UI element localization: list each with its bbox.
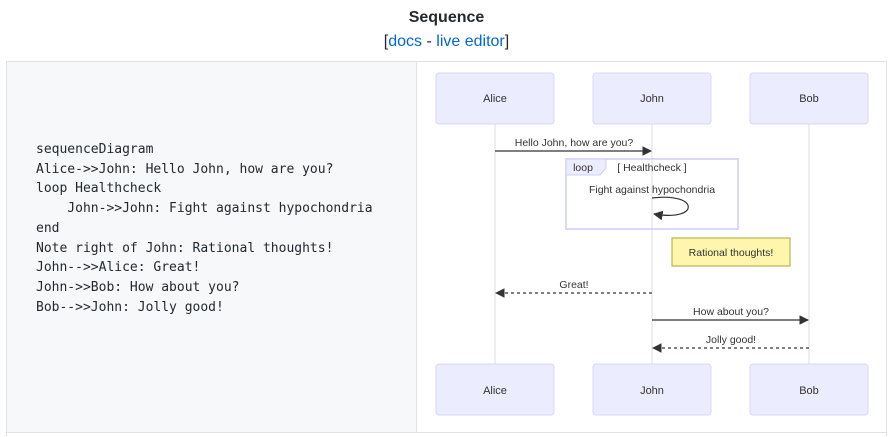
code-line: loop Healthcheck bbox=[36, 181, 162, 197]
docs-link[interactable]: docs bbox=[388, 33, 423, 50]
code-block: sequenceDiagram Alice->>John: Hello John… bbox=[36, 140, 373, 317]
loop-label: [ Healthcheck ] bbox=[617, 162, 687, 174]
code-line: Bob-->>John: Jolly good! bbox=[36, 299, 224, 315]
link-separator: - bbox=[422, 33, 437, 50]
code-line: John-->>Alice: Great! bbox=[36, 260, 201, 276]
message-label: Fight against hypochondria bbox=[589, 184, 715, 196]
actor-john-bottom: John bbox=[592, 363, 712, 416]
actor-label: Alice bbox=[483, 385, 507, 397]
actor-john-top: John bbox=[592, 72, 712, 125]
actor-bob-bottom: Bob bbox=[749, 363, 869, 416]
loop-keyword: loop bbox=[573, 162, 593, 174]
actor-label: Bob bbox=[799, 385, 819, 397]
code-line: John->>Bob: How about you? bbox=[36, 279, 240, 295]
code-line: end bbox=[36, 220, 60, 236]
code-line: Alice->>John: Hello John, how are you? bbox=[36, 161, 334, 177]
message-label: How about you? bbox=[693, 306, 769, 318]
actor-label: John bbox=[640, 385, 664, 397]
code-line: Note right of John: Rational thoughts! bbox=[36, 240, 334, 256]
loop-frame: loop [ Healthcheck ] bbox=[565, 158, 739, 230]
code-cell: sequenceDiagram Alice->>John: Hello John… bbox=[7, 62, 417, 432]
self-message-arrow bbox=[651, 196, 689, 221]
bracket-open: [ bbox=[383, 33, 389, 50]
code-line: John->>John: Fight against hypochondria bbox=[36, 201, 373, 217]
actor-bob-top: Bob bbox=[749, 72, 869, 125]
actor-label: Bob bbox=[799, 93, 819, 105]
message-label: Great! bbox=[559, 279, 588, 291]
live-editor-link[interactable]: live editor bbox=[436, 33, 505, 50]
example-table bbox=[6, 0, 887, 436]
message-label: Hello John, how are you? bbox=[515, 137, 634, 149]
actor-alice-top: Alice bbox=[435, 72, 555, 125]
example-links: [docs - live editor] bbox=[6, 33, 887, 51]
example-title: Sequence bbox=[408, 9, 485, 26]
code-line: sequenceDiagram bbox=[36, 142, 154, 157]
note-text: Rational thoughts! bbox=[689, 247, 774, 259]
note: Rational thoughts! bbox=[671, 237, 791, 267]
actor-alice-bottom: Alice bbox=[435, 363, 555, 416]
bracket-close: ] bbox=[504, 33, 510, 50]
message-label: Jolly good! bbox=[706, 334, 756, 346]
table-bottom-border bbox=[6, 432, 887, 433]
actor-label: John bbox=[640, 93, 664, 105]
example-header: Sequence [docs - live editor] bbox=[6, 0, 887, 62]
actor-label: Alice bbox=[483, 93, 507, 105]
